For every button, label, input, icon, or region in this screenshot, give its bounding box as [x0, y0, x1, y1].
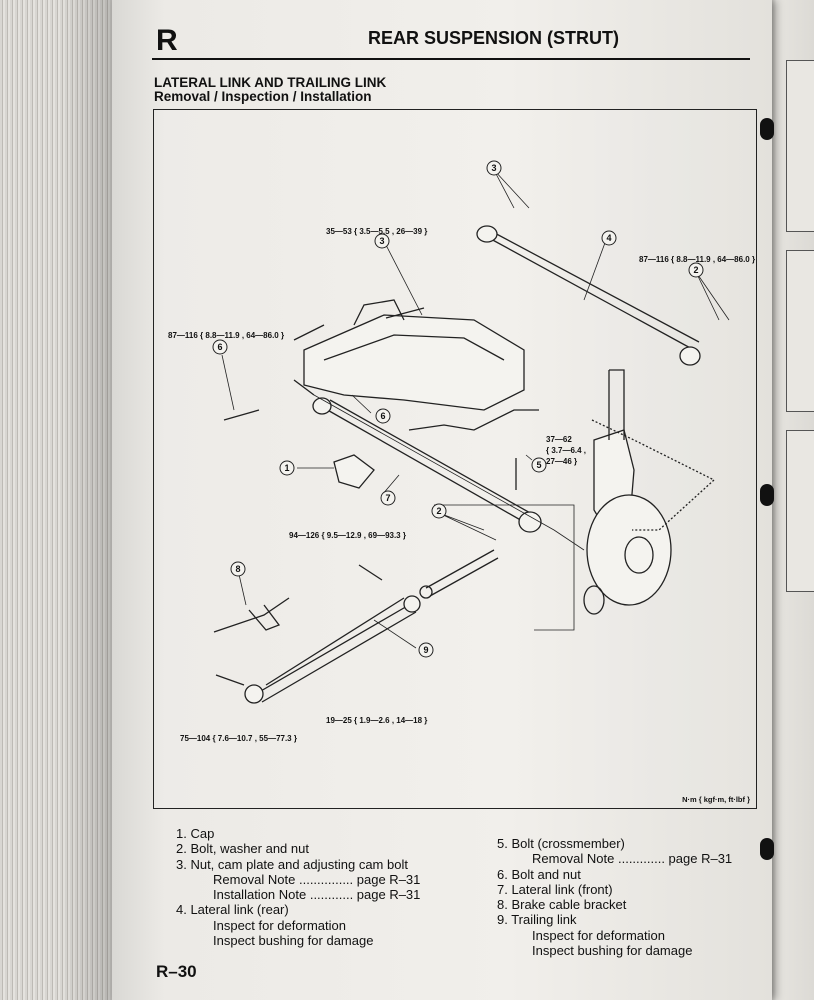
parts-list-right: 5. Bolt (crossmember) Removal Note .....…: [497, 836, 732, 958]
next-page-figure-box: [786, 60, 814, 232]
callout-8: 8: [235, 564, 240, 574]
brake-disc: [586, 494, 672, 606]
torque-label: 27—46 }: [546, 457, 578, 466]
page-title: REAR SUSPENSION (STRUT): [368, 28, 620, 48]
page-number: R–30: [156, 962, 197, 981]
callout-7: 7: [385, 493, 390, 503]
lateral-link-front: [323, 407, 525, 523]
lateral-link-rear: [488, 237, 695, 351]
torque-label: 37—62: [546, 435, 572, 444]
exploded-view-figure: 3 3 4 2 6 6 1 5 7 2 8 9 35—53 { 3.5—5.5 …: [153, 109, 757, 809]
callout-4: 4: [606, 233, 611, 243]
lateral-link-rod: [425, 549, 499, 597]
next-page-figure-box: [786, 430, 814, 592]
callout-6: 6: [380, 411, 385, 421]
list-item: 5. Bolt (crossmember): [497, 836, 625, 851]
binder-ring: [760, 838, 774, 860]
list-item: 1. Cap: [176, 826, 215, 841]
list-item: Inspect bushing for damage: [213, 933, 374, 949]
trailing-link: [253, 597, 417, 703]
callout-3: 3: [491, 163, 496, 173]
callout-6: 6: [217, 342, 222, 352]
callout-1: 1: [284, 463, 289, 473]
binder-ring: [760, 118, 774, 140]
list-item: Removal Note ............. page R–31: [532, 851, 733, 867]
list-item: 9. Trailing link: [497, 912, 577, 928]
list-item: 7. Lateral link (front): [497, 881, 613, 897]
crossmember: [303, 314, 525, 411]
next-page-figure-box: [786, 250, 814, 412]
list-item: 2. Bolt, washer and nut: [176, 841, 309, 857]
torque-label: 19—25 { 1.9—2.6 , 14—18 }: [326, 716, 428, 725]
list-item: 8. Brake cable bracket: [497, 897, 627, 913]
list-item: Inspect bushing for damage: [532, 943, 693, 959]
list-item: Removal Note ............... page R–31: [213, 871, 421, 887]
binder-ring: [760, 484, 774, 506]
callout-9: 9: [423, 645, 428, 655]
section-letter: R: [156, 24, 178, 57]
exploded-view-drawing: 3 3 4 2 6 6 1 5 7 2 8 9: [212, 160, 730, 704]
list-item: Inspect for deformation: [213, 917, 346, 933]
torque-label: 94—126 { 9.5—12.9 , 69—93.3 }: [289, 531, 406, 540]
torque-label: 87—116 { 8.8—11.9 , 64—86.0 }: [639, 255, 756, 264]
brake-cable-bracket: [213, 597, 290, 633]
header-rule: [152, 58, 750, 60]
callout-5: 5: [536, 460, 541, 470]
list-item: Installation Note ............ page R–31: [213, 887, 421, 903]
torque-label: 75—104 { 7.6—10.7 , 55—77.3 }: [180, 734, 297, 743]
next-page-edge: [764, 0, 814, 1000]
callout-2: 2: [693, 265, 698, 275]
list-item: Inspect for deformation: [532, 927, 665, 943]
list-item: 3. Nut, cam plate and adjusting cam bolt: [176, 856, 408, 872]
torque-units: N·m { kgf·m, ft·lbf }: [682, 795, 750, 804]
cap: [333, 454, 375, 489]
manual-page: [112, 0, 772, 1000]
parts-list-left: 1. Cap 2. Bolt, washer and nut 3. Nut, c…: [176, 826, 420, 948]
section-heading: LATERAL LINK AND TRAILING LINK: [154, 75, 387, 90]
torque-label: 35—53 { 3.5—5.5 , 26—39 }: [326, 227, 428, 236]
torque-label: { 3.7—6.4 ,: [546, 446, 587, 455]
callout-3: 3: [379, 236, 384, 246]
list-item: 4. Lateral link (rear): [176, 902, 289, 918]
torque-label: 87—116 { 8.8—11.9 , 64—86.0 }: [168, 331, 285, 340]
callout-2: 2: [436, 506, 441, 516]
list-item: 6. Bolt and nut: [497, 866, 581, 882]
book-page-stack: [0, 0, 118, 1000]
section-subheading: Removal / Inspection / Installation: [154, 89, 372, 104]
